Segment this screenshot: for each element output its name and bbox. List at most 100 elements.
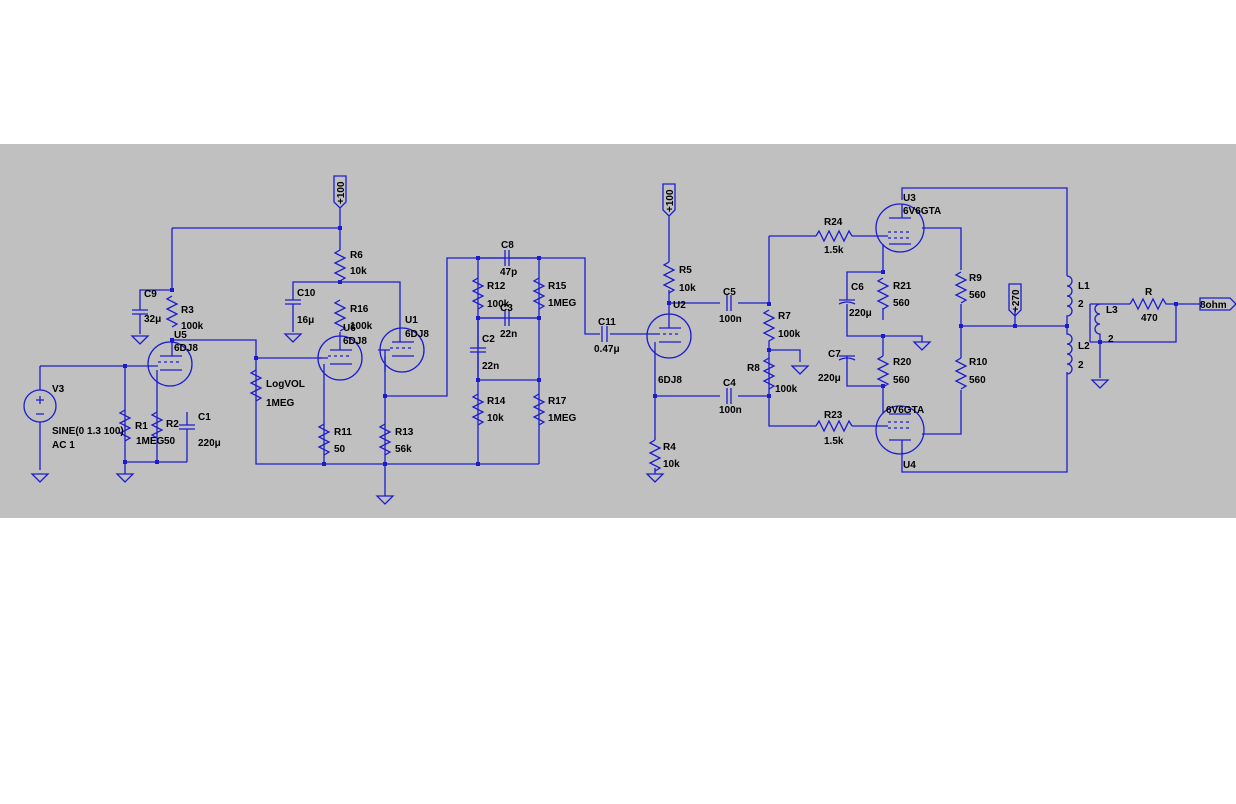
resistor-r7 bbox=[762, 309, 776, 350]
tube-u3 bbox=[875, 203, 925, 253]
label-c7: C7 bbox=[828, 349, 841, 360]
label-c5-val: 100n bbox=[719, 314, 742, 325]
label-c7-val: 220μ bbox=[818, 373, 841, 384]
capacitor-c4 bbox=[726, 388, 732, 404]
label-r6: R6 bbox=[350, 250, 363, 261]
label-r14-val: 10k bbox=[487, 413, 504, 424]
label-r-val: 470 bbox=[1141, 313, 1158, 324]
label-l2-val: 2 bbox=[1078, 360, 1084, 371]
label-r5-val: 10k bbox=[679, 283, 696, 294]
supply-tag-left bbox=[333, 175, 347, 216]
label-r15-val: 1MEG bbox=[548, 298, 577, 309]
label-r1-val: 1MEG bbox=[136, 436, 165, 447]
label-c8: C8 bbox=[501, 240, 514, 251]
resistor-r20 bbox=[876, 355, 890, 388]
label-r7: R7 bbox=[778, 311, 791, 322]
label-c2-val: 22n bbox=[482, 361, 499, 372]
inductor-l3 bbox=[1094, 303, 1101, 342]
label-c11-val: 0.47μ bbox=[594, 344, 620, 355]
resistor-r8 bbox=[762, 357, 776, 390]
tube-u2 bbox=[646, 313, 692, 359]
label-r8: R8 bbox=[747, 363, 760, 374]
tube-u1 bbox=[378, 327, 425, 373]
label-r: R bbox=[1145, 287, 1153, 298]
label-c9-val: 32μ bbox=[144, 314, 161, 325]
resistor-r4 bbox=[648, 439, 662, 472]
label-r13: R13 bbox=[395, 427, 414, 438]
resistor-r17 bbox=[532, 393, 546, 426]
label-u3-val: 6V6GTA bbox=[903, 206, 941, 217]
label-r16: R16 bbox=[350, 304, 369, 315]
label-r21: R21 bbox=[893, 281, 912, 292]
tube-u4 bbox=[875, 404, 925, 455]
label-r4: R4 bbox=[663, 442, 676, 453]
resistor-r9 bbox=[954, 271, 968, 304]
schematic-background bbox=[0, 144, 1236, 518]
label-r3-val: 100k bbox=[181, 321, 204, 332]
label-r13-val: 56k bbox=[395, 444, 412, 455]
label-c1: C1 bbox=[198, 412, 211, 423]
label-r16-val: 100k bbox=[350, 321, 373, 332]
resistor-r14 bbox=[471, 393, 485, 426]
output-port bbox=[1199, 297, 1236, 311]
label-r4-val: 10k bbox=[663, 459, 680, 470]
label-u5-val: 6DJ8 bbox=[174, 343, 198, 354]
label-u3: U3 bbox=[903, 193, 916, 204]
label-r17: R17 bbox=[548, 396, 567, 407]
label-r15: R15 bbox=[548, 281, 567, 292]
label-r8-val: 100k bbox=[775, 384, 798, 395]
labels: V3 SINE(0 1.3 100) AC 1 R1 1MEG R2 50 C1… bbox=[52, 181, 1227, 471]
label-c10: C10 bbox=[297, 288, 316, 299]
tube-u5 bbox=[147, 340, 193, 387]
label-r24: R24 bbox=[824, 217, 843, 228]
label-l2: L2 bbox=[1078, 341, 1090, 352]
resistor-r21 bbox=[876, 277, 890, 310]
label-r20: R20 bbox=[893, 357, 912, 368]
capacitors bbox=[132, 250, 856, 462]
wires bbox=[40, 187, 1200, 473]
label-r12: R12 bbox=[487, 281, 506, 292]
label-c4-val: 100n bbox=[719, 405, 742, 416]
label-logvol: LogVOL bbox=[266, 379, 305, 390]
resistor-r11 bbox=[317, 423, 331, 456]
resistor-logvol bbox=[249, 369, 263, 402]
power-tags bbox=[333, 175, 1236, 317]
label-u1-val: 6DJ8 bbox=[405, 329, 429, 340]
label-r5: R5 bbox=[679, 265, 692, 276]
tube-u6 bbox=[317, 332, 363, 381]
label-c9: C9 bbox=[144, 289, 157, 300]
label-u1: U1 bbox=[405, 315, 418, 326]
label-u4-val: 6V6GTA bbox=[886, 405, 924, 416]
label-r2-val: 50 bbox=[164, 436, 176, 447]
resistor-r12 bbox=[471, 277, 485, 310]
capacitor-c8 bbox=[478, 250, 539, 266]
inductor-l1 bbox=[1066, 275, 1073, 326]
label-r2: R2 bbox=[166, 419, 179, 430]
resistor-r16 bbox=[333, 299, 347, 332]
label-r20-val: 560 bbox=[893, 375, 910, 386]
resistor-r10 bbox=[954, 357, 968, 390]
label-r12-val: 100k bbox=[487, 299, 510, 310]
resistor-r15 bbox=[532, 277, 546, 310]
label-c6: C6 bbox=[851, 282, 864, 293]
resistor-r3 bbox=[165, 295, 179, 328]
label-r9-val: 560 bbox=[969, 290, 986, 301]
resistor-r1 bbox=[118, 409, 132, 442]
label-v3-src1: SINE(0 1.3 100) bbox=[52, 426, 124, 437]
label-r10: R10 bbox=[969, 357, 988, 368]
supply-tag-mid bbox=[662, 183, 676, 217]
label-c5: C5 bbox=[723, 287, 736, 298]
capacitor-c11 bbox=[601, 326, 608, 342]
resistors bbox=[118, 229, 1168, 472]
label-r1: R1 bbox=[135, 421, 148, 432]
capacitor-c3 bbox=[478, 310, 539, 326]
resistor-r5 bbox=[662, 261, 676, 294]
resistor-r24 bbox=[815, 229, 853, 243]
label-r11-val: 50 bbox=[334, 444, 346, 455]
label-u5: U5 bbox=[174, 330, 187, 341]
label-v3-src2: AC 1 bbox=[52, 440, 75, 451]
label-r23-val: 1.5k bbox=[824, 436, 844, 447]
label-l1: L1 bbox=[1078, 281, 1090, 292]
label-r9: R9 bbox=[969, 273, 982, 284]
